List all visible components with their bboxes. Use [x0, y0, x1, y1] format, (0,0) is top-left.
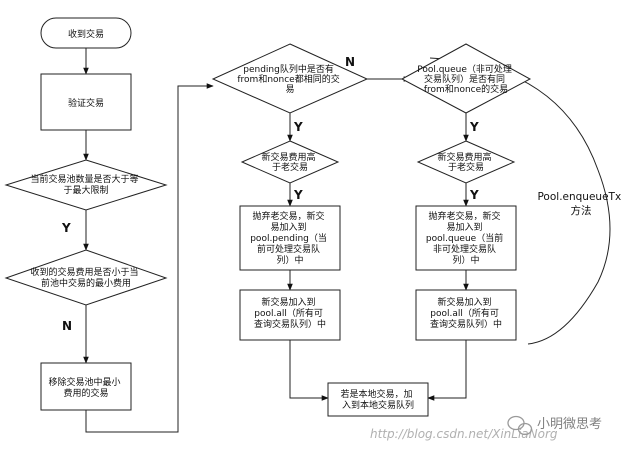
queue-all-label: 新交易加入到 pool.all（所有可 查询交易队列）中	[430, 296, 502, 330]
pending-replace-node	[239, 205, 341, 271]
pending-replace-line-5: 列）中	[276, 254, 303, 266]
queue-all-line-2: pool.all（所有可	[430, 307, 499, 319]
edge-pendingall-local	[289, 340, 329, 401]
pending-fee-label: 新交易费用高 于老交易	[262, 151, 319, 173]
pending-replace-line-4: 前可处理交易队	[257, 243, 320, 255]
queue-fee-node	[416, 140, 516, 184]
pending-replace-line-2: 易加入到	[271, 221, 307, 233]
queue-replace-label: 抛弃老交易，新交 易加入到 pool.queue（当前 非可处理交易队 列）中	[426, 210, 506, 266]
queue-replace-line-3: pool.queue（当前	[426, 232, 503, 244]
queue-dup-line-3: from和nonce的交易	[424, 83, 508, 95]
edge-labels: Y N N Y Y Y Y	[61, 55, 479, 333]
nodes	[4, 17, 532, 417]
queue-replace-line-4: 非可处理交易队	[433, 243, 496, 255]
queue-replace-line-1: 抛弃老交易，新交	[429, 210, 501, 222]
brace-line-1: Pool.enqueueTx	[537, 191, 621, 203]
edge-label-n-fee: N	[62, 319, 72, 333]
pending-fee-line-1: 新交易费用高	[262, 151, 316, 163]
validate-line-1: 验证交易	[68, 97, 104, 109]
pending-dup-line-3: 易	[285, 84, 294, 95]
pending-dup-label: pending队列中是否有 from和nonce都相同的交 易	[237, 63, 342, 95]
queue-dup-line-1: Pool.queue（非可处理	[417, 63, 512, 75]
pending-all-line-2: pool.all（所有可	[254, 307, 323, 319]
edge-label-y-queue-dup: Y	[469, 120, 479, 134]
wechat-logo-icon	[507, 415, 533, 436]
queue-fee-label: 新交易费用高 于老交易	[438, 151, 495, 173]
start-label: 收到交易	[68, 28, 104, 40]
pending-dup-node	[211, 43, 369, 114]
connectors	[83, 48, 611, 433]
start-line-1: 收到交易	[68, 28, 104, 40]
edge-label-y-full: Y	[61, 221, 71, 235]
pending-replace-label: 抛弃老交易，新交 易加入到 pool.pending（当 前可处理交易队 列）中	[250, 210, 330, 266]
queue-replace-node	[415, 205, 517, 271]
queue-dup-label: Pool.queue（非可处理 交易队列）是否有同 from和nonce的交易	[417, 63, 515, 95]
edge-queueall-local	[427, 340, 467, 401]
remove-min-line-2: 费用的交易	[63, 387, 108, 399]
watermark: http://blog.csdn.net/XinLiaNorg 小明微思考	[370, 415, 602, 441]
queue-fee-line-1: 新交易费用高	[438, 151, 492, 163]
local-node	[327, 382, 429, 417]
queue-fee-line-2: 于老交易	[448, 161, 484, 173]
watermark-logo-text: 小明微思考	[537, 417, 602, 432]
queue-replace-line-5: 列）中	[452, 254, 479, 266]
brace-line-2: 方法	[571, 204, 592, 217]
queue-all-node	[415, 289, 517, 341]
remove-min-label: 移除交易池中最小 费用的交易	[49, 376, 124, 399]
check-fee-min-line-1: 收到的交易费用是否小于当	[31, 266, 139, 278]
brace-label: Pool.enqueueTx 方法	[537, 191, 624, 217]
queue-dup-line-2: 交易队列）是否有同	[424, 73, 505, 85]
check-fee-min-line-2: 前池中交易的最小费用	[41, 277, 131, 289]
pending-dup-line-2: from和nonce都相同的交	[237, 73, 339, 85]
local-line-1: 若是本地交易，加	[341, 388, 413, 400]
pending-fee-line-2: 于老交易	[272, 161, 308, 173]
check-fee-min-node	[4, 249, 168, 306]
start-node	[40, 17, 132, 49]
validate-node	[40, 73, 132, 131]
pending-all-line-3: 查询交易队列）中	[254, 318, 326, 330]
queue-dup-node	[400, 43, 532, 114]
check-full-line-1: 当前交易池数量是否大于等	[31, 173, 139, 185]
pending-replace-line-1: 抛弃老交易，新交	[253, 210, 325, 222]
check-full-node	[4, 159, 168, 211]
check-fee-min-label: 收到的交易费用是否小于当 前池中交易的最小费用	[31, 266, 142, 289]
remove-min-node	[40, 362, 132, 411]
validate-label: 验证交易	[68, 97, 104, 109]
queue-all-line-1: 新交易加入到	[438, 296, 492, 308]
pending-all-label: 新交易加入到 pool.all（所有可 查询交易队列）中	[254, 296, 326, 330]
pending-replace-line-3: pool.pending（当	[250, 232, 327, 244]
pending-dup-line-1: pending队列中是否有	[243, 63, 334, 75]
watermark-url: http://blog.csdn.net/XinLiaNorg	[370, 427, 558, 441]
queue-replace-line-2: 易加入到	[447, 221, 483, 233]
local-line-2: 入到本地交易队列	[342, 399, 414, 411]
check-full-line-2: 于最大限制	[63, 184, 108, 196]
check-full-label: 当前交易池数量是否大于等 于最大限制	[31, 173, 142, 196]
pending-all-node	[239, 289, 341, 341]
edge-remove-pending	[85, 83, 214, 433]
queue-all-line-3: 查询交易队列）中	[430, 318, 502, 330]
node-labels: 收到交易 验证交易 当前交易池数量是否大于等 于最大限制 收到的交易费用是否小于…	[31, 28, 624, 411]
edge-label-n-pending: N	[345, 55, 355, 69]
local-label: 若是本地交易，加 入到本地交易队列	[341, 388, 416, 411]
pending-fee-node	[240, 140, 340, 184]
edge-label-y-pending-fee: Y	[293, 188, 303, 202]
pending-all-line-1: 新交易加入到	[262, 296, 316, 308]
remove-min-line-1: 移除交易池中最小	[49, 376, 121, 388]
edge-label-y-pending-dup: Y	[293, 120, 303, 134]
edge-label-y-queue-fee: Y	[469, 188, 479, 202]
